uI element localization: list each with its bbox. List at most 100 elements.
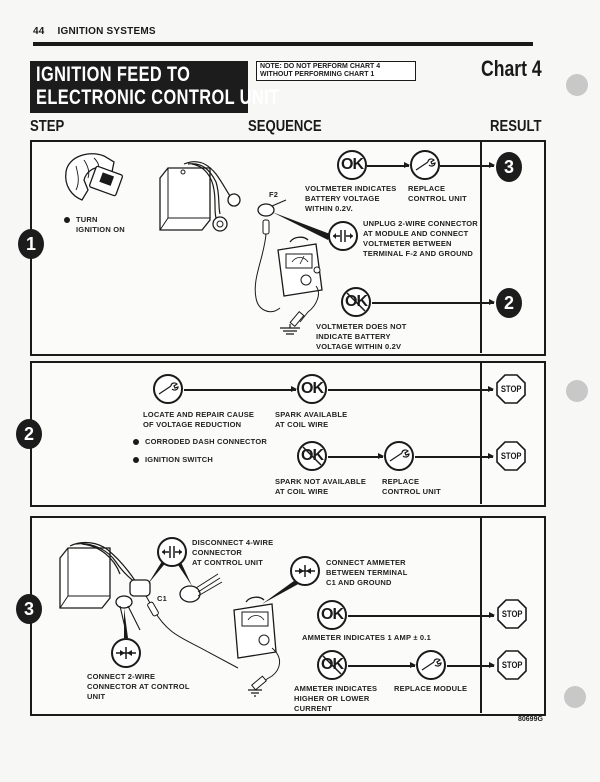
- result-column-divider: [480, 141, 482, 353]
- section-title: IGNITION SYSTEMS: [57, 26, 156, 37]
- flow-arrow: [415, 453, 494, 459]
- flow-arrow: [372, 299, 495, 305]
- note-line2: WITHOUT PERFORMING CHART 1: [260, 71, 375, 78]
- connect-connector-icon: [111, 638, 141, 668]
- bullet-icon: [133, 439, 139, 446]
- text-line: AT COIL WIRE: [275, 487, 329, 496]
- step-2-badge: 2: [16, 419, 42, 449]
- text-line: CONNECTOR AT CONTROL: [87, 682, 190, 691]
- ok-icon: OK: [317, 600, 347, 630]
- cause-list-item: CORRODED DASH CONNECTOR: [133, 437, 267, 447]
- figure-code: 80699G: [518, 716, 543, 723]
- unplug-connector-icon: [328, 221, 358, 251]
- text-line: CONTROL UNIT: [408, 194, 467, 203]
- stop-sign-icon: STOP: [496, 374, 526, 404]
- text-line: AMMETER INDICATES: [294, 684, 378, 693]
- step-3-ok-condition: AMMETER INDICATES 1 AMP ± 0.1: [302, 633, 431, 642]
- text-line: CONNECTOR: [192, 548, 242, 557]
- text-line: IGNITION SWITCH: [145, 455, 213, 464]
- not-ok-icon: OK: [341, 287, 371, 317]
- text-line: INDICATE BATTERY: [316, 332, 391, 341]
- text-line: AT MODULE AND CONNECT: [363, 229, 469, 238]
- flow-arrow: [328, 453, 384, 459]
- text-line: REPLACE: [408, 184, 446, 193]
- binder-hole: [564, 686, 586, 708]
- text-line: CONNECT AMMETER: [326, 558, 406, 567]
- step-3-badge: 3: [16, 594, 42, 624]
- text-line: UNPLUG 2-WIRE CONNECTOR: [363, 219, 478, 228]
- cause-list-item: IGNITION SWITCH: [133, 455, 213, 465]
- terminal-label-c1: C1: [157, 594, 167, 603]
- flow-arrow: [440, 162, 495, 168]
- ok-icon: OK: [337, 150, 367, 180]
- text-line: STOP: [500, 384, 522, 394]
- text-line: CONTROL UNIT: [382, 487, 441, 496]
- text-line: DISCONNECT 4-WIRE: [192, 538, 274, 547]
- stop-sign-icon: STOP: [497, 599, 527, 629]
- ignition-key-hand-illustration: [65, 153, 124, 201]
- wrench-icon: [416, 650, 446, 680]
- text-line: TERMINAL F-2 AND GROUND: [363, 249, 474, 258]
- text-line: STOP: [500, 451, 522, 461]
- text-line: HIGHER OR LOWER: [294, 694, 370, 703]
- column-header-sequence: SEQUENCE: [248, 118, 322, 135]
- step-2-panel: [30, 361, 546, 507]
- text-line: TURN: [76, 215, 98, 224]
- text-line: CONNECT 2-WIRE: [87, 672, 156, 681]
- binder-hole: [566, 380, 588, 402]
- result-go-to-step-2: 2: [496, 288, 522, 318]
- chart-number-label: Chart 4: [481, 56, 542, 81]
- text-line: OK: [301, 380, 324, 397]
- flow-arrow: [348, 662, 416, 668]
- text-line: VOLTMETER DOES NOT: [316, 322, 407, 331]
- step-1-badge: 1: [18, 229, 44, 259]
- wrench-icon: [153, 374, 183, 404]
- note-line1: NOTE: DO NOT PERFORM CHART 4: [260, 63, 381, 70]
- disconnect-connector-icon: [157, 537, 187, 567]
- chart-title-line1: IGNITION FEED TO: [36, 63, 191, 86]
- text-line: C1 AND GROUND: [326, 578, 392, 587]
- text-line: UNIT: [87, 692, 106, 701]
- text-line: CORRODED DASH CONNECTOR: [145, 437, 267, 446]
- text-line: AT COIL WIRE: [275, 420, 329, 429]
- text-line: STOP: [501, 609, 523, 619]
- column-header-result: RESULT: [490, 118, 542, 135]
- flow-arrow: [367, 162, 410, 168]
- text-line: SPARK NOT AVAILABLE: [275, 477, 367, 486]
- text-line: OK: [341, 156, 364, 173]
- page-number: 44: [33, 26, 45, 37]
- text-line: SPARK AVAILABLE: [275, 410, 348, 419]
- wrench-icon: [410, 150, 440, 180]
- step-3-not-ok-action: REPLACE MODULE: [394, 684, 468, 693]
- text-line: VOLTMETER INDICATES: [305, 184, 397, 193]
- text-line: AT CONTROL UNIT: [192, 558, 264, 567]
- connect-ammeter-icon: [290, 556, 320, 586]
- terminal-label-f2: F2: [269, 190, 279, 199]
- flow-arrow: [184, 386, 297, 392]
- voltmeter-illustration: [254, 199, 330, 335]
- bullet-icon: [133, 457, 139, 464]
- flow-arrow: [447, 662, 495, 668]
- text-line: BETWEEN TERMINAL: [326, 568, 408, 577]
- text-line: LOCATE AND REPAIR CAUSE: [143, 410, 255, 419]
- text-line: VOLTMETER BETWEEN: [363, 239, 452, 248]
- text-line: OK: [321, 606, 344, 623]
- note-box: NOTE: DO NOT PERFORM CHART 4 WITHOUT PER…: [256, 61, 416, 81]
- not-ok-icon: OK: [297, 441, 327, 471]
- running-header: 44 IGNITION SYSTEMS: [33, 26, 156, 37]
- control-unit-wiring-illustration: [59, 541, 239, 669]
- column-header-step: STEP: [30, 118, 65, 135]
- text-line: OF VOLTAGE REDUCTION: [143, 420, 242, 429]
- result-go-to-step-3: 3: [496, 152, 522, 182]
- ammeter-illustration: [233, 578, 302, 697]
- header-rule: [33, 42, 533, 46]
- text-line: BATTERY VOLTAGE: [305, 194, 380, 203]
